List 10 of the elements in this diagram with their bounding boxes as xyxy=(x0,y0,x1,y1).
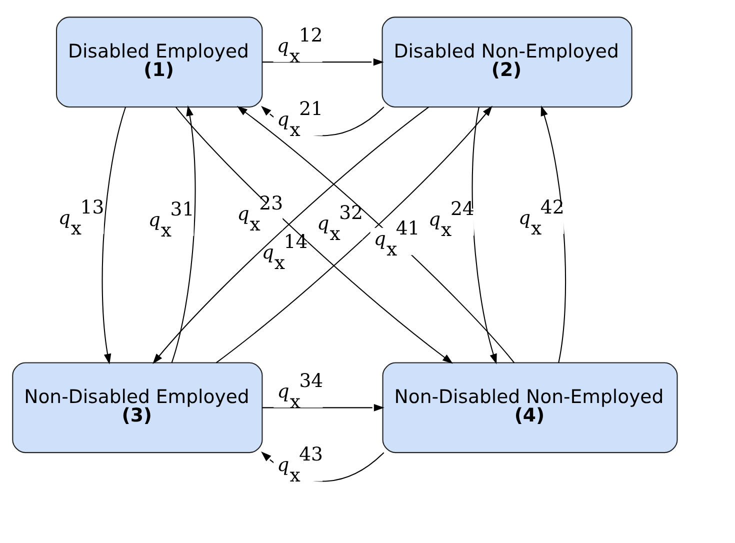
node-box: Disabled Employed (1) xyxy=(56,16,263,107)
node-box: Non-Disabled Non-Employed (4) xyxy=(382,362,678,453)
node-box: Disabled Non-Employed (2) xyxy=(382,16,632,107)
arrow xyxy=(102,106,126,364)
arrow xyxy=(472,106,497,364)
node-box: Non-Disabled Employed (3) xyxy=(12,362,263,453)
arrow xyxy=(262,404,384,411)
arrow xyxy=(171,104,196,362)
arrow xyxy=(540,104,566,362)
arrow xyxy=(262,58,384,66)
